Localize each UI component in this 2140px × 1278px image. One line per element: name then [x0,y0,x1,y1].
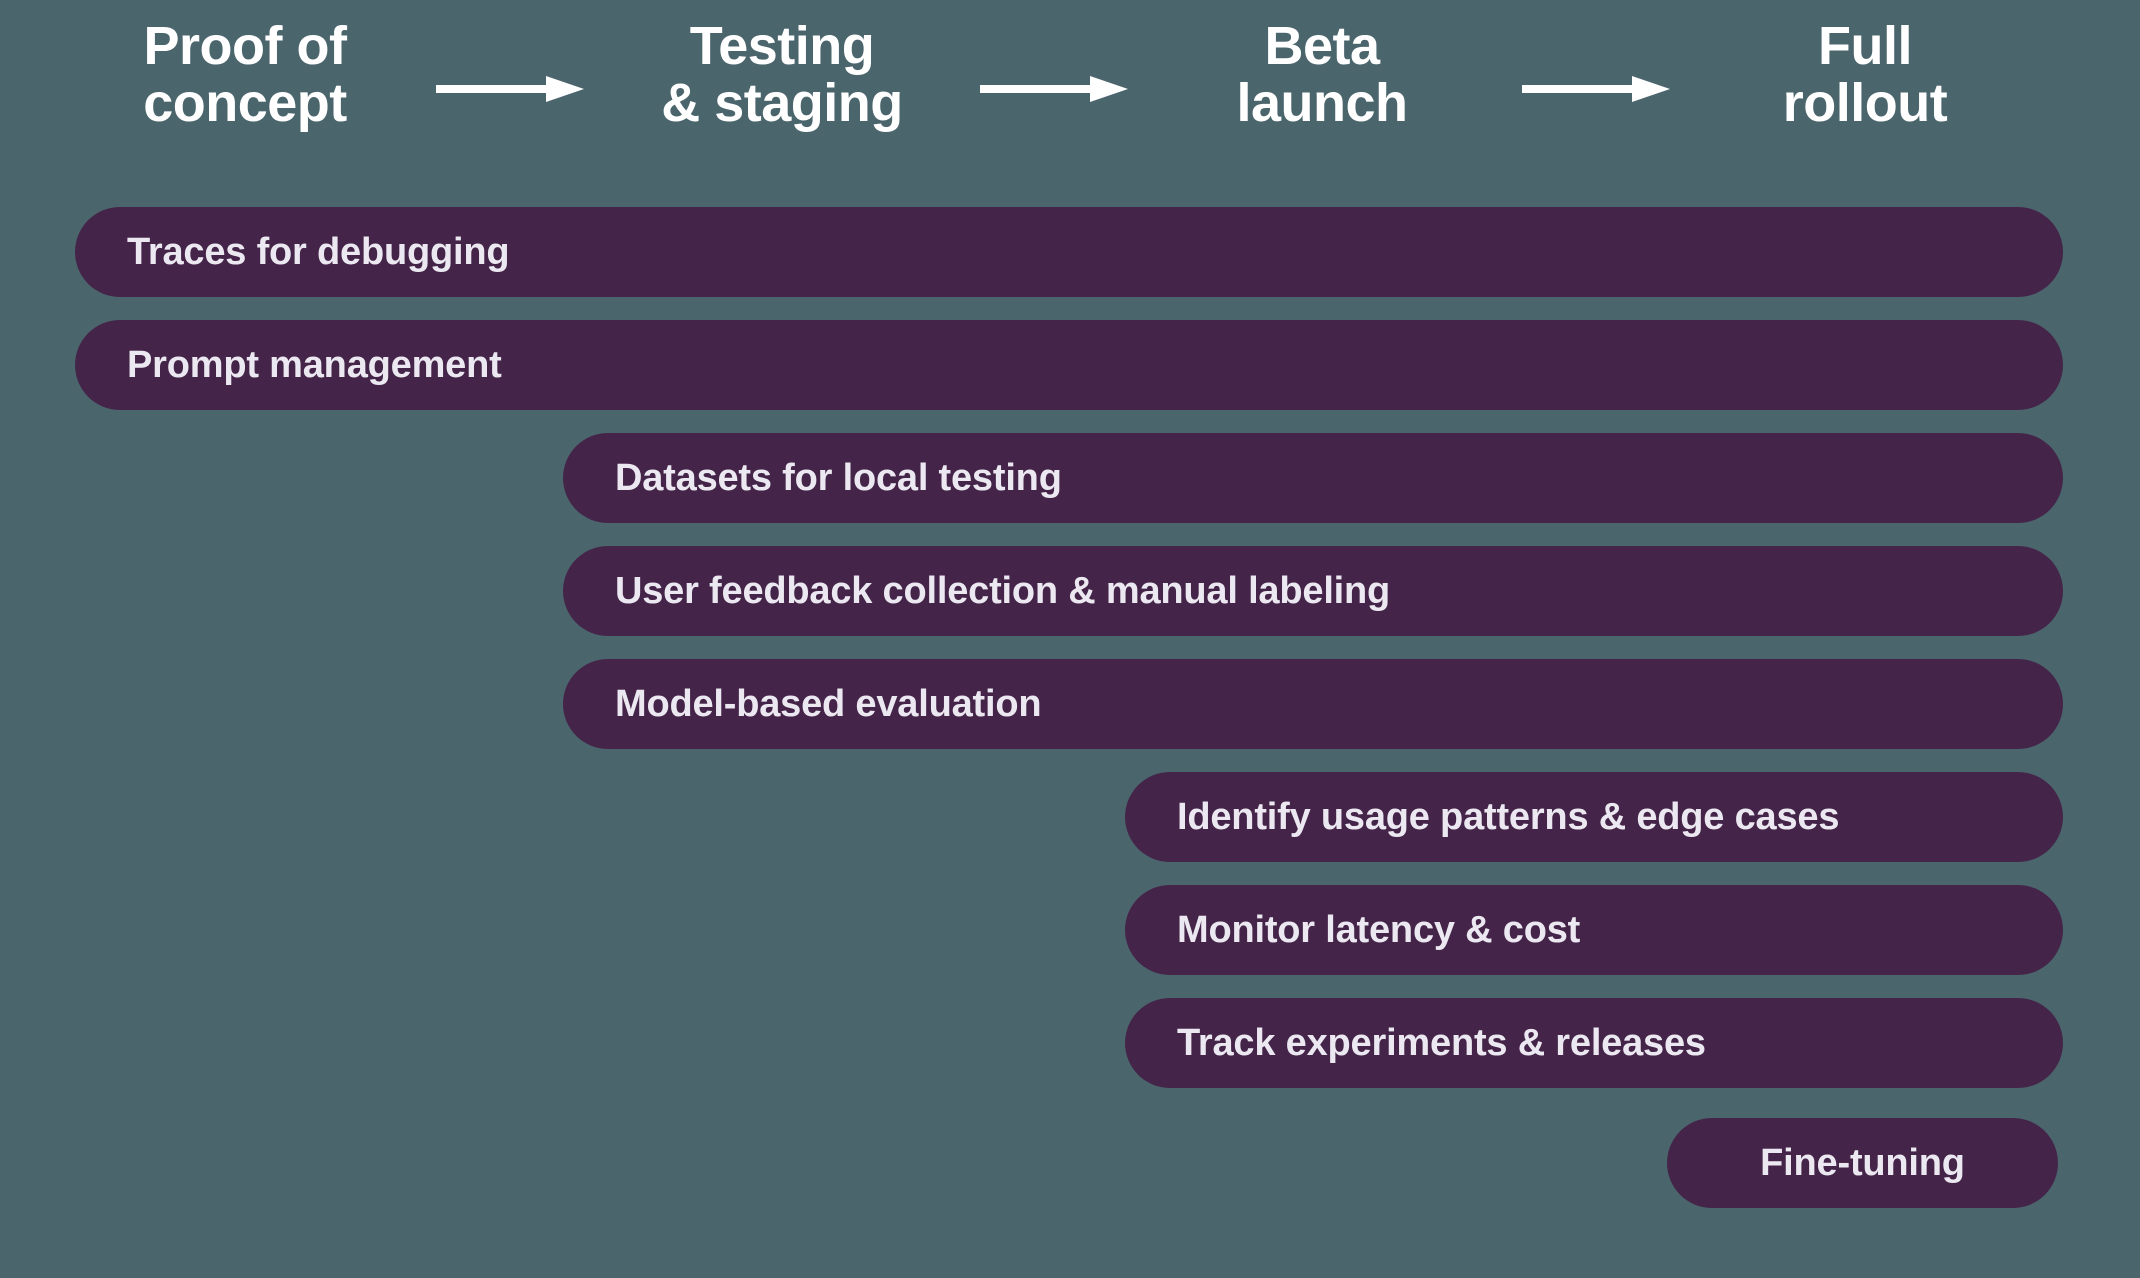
capability-bar[interactable]: Datasets for local testing [563,433,2063,523]
capability-bar[interactable]: Monitor latency & cost [1125,885,2063,975]
arrow-testing-to-beta-icon [980,74,1128,104]
capability-bar-label: Traces for debugging [127,230,510,273]
phase-header-1: Proof of concept [143,16,347,134]
phase-header-2: Testing & staging [661,16,903,134]
capability-bar-label: Fine-tuning [1760,1141,1965,1184]
capability-bar-label: Model-based evaluation [615,682,1042,725]
capability-bar[interactable]: Prompt management [75,320,2063,410]
capability-bar-label: Prompt management [127,343,502,386]
capability-bar[interactable]: Traces for debugging [75,207,2063,297]
arrow-poc-to-testing-icon [436,74,584,104]
capability-bar-label: Track experiments & releases [1177,1021,1706,1064]
capability-bar[interactable]: Identify usage patterns & edge cases [1125,772,2063,862]
capability-bar[interactable]: Fine-tuning [1667,1118,2058,1208]
capability-bar[interactable]: Track experiments & releases [1125,998,2063,1088]
phase-header-3: Beta launch [1236,16,1408,134]
capability-bar[interactable]: User feedback collection & manual labeli… [563,546,2063,636]
capability-bar[interactable]: Model-based evaluation [563,659,2063,749]
phase-header-4: Full rollout [1782,16,1948,134]
arrow-beta-to-rollout-icon [1522,74,1670,104]
capability-bar-label: User feedback collection & manual labeli… [615,569,1391,612]
capability-bar-label: Identify usage patterns & edge cases [1177,795,1840,838]
capability-bar-label: Monitor latency & cost [1177,908,1581,951]
capability-bar-label: Datasets for local testing [615,456,1062,499]
